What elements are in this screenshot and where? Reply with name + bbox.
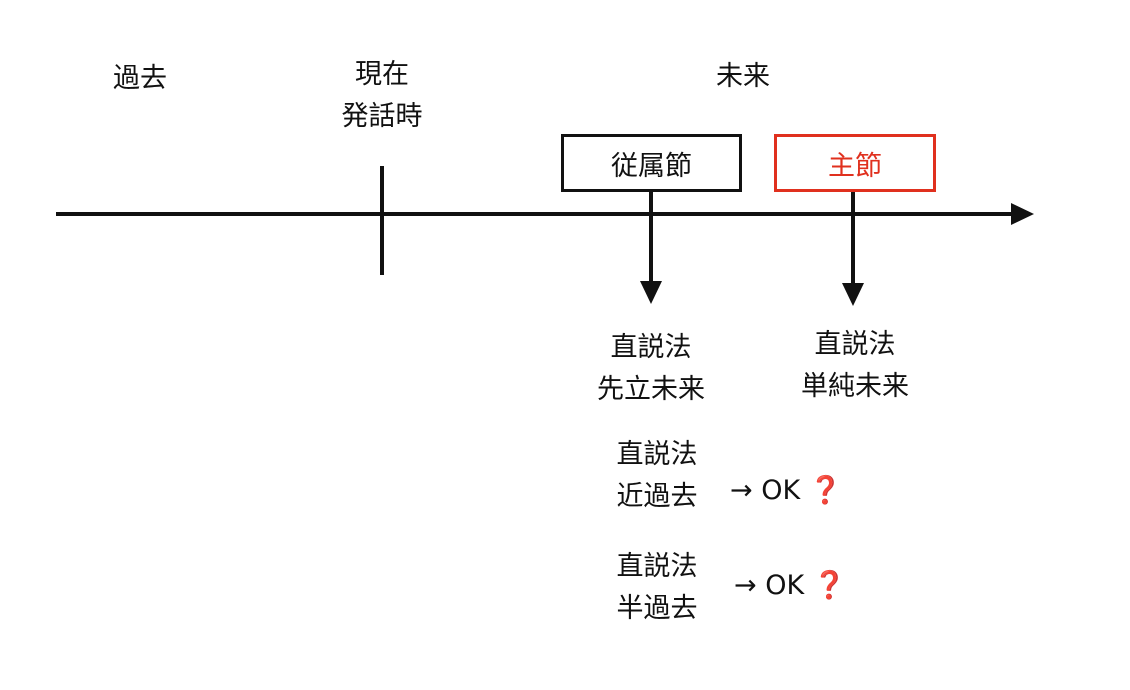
past-label: 過去	[113, 63, 167, 94]
question-mark-icon: ❓	[812, 570, 847, 601]
present-label: 現在 発話時	[334, 54, 430, 138]
future-label: 未来	[716, 61, 770, 92]
subordinate-tense-line2: 先立未来	[597, 374, 705, 405]
subordinate-tense-line1: 直説法	[610, 332, 692, 363]
alt-tense-1-line2: 近過去	[616, 481, 698, 512]
time-axis-arrowhead	[1011, 203, 1034, 225]
subordinate-clause-box: 従属節	[561, 134, 742, 192]
alt-tense-1-line1: 直説法	[616, 439, 698, 470]
main-clause-box: 主節	[774, 134, 936, 192]
main-tense-label: 直説法 単純未来	[785, 324, 925, 408]
main-arrowhead	[842, 283, 864, 306]
question-mark-icon: ❓	[808, 475, 843, 506]
alt-tense-1-verdict: → OK ❓	[730, 470, 842, 512]
alt-tense-2-line2: 半過去	[616, 593, 698, 624]
subordinate-arrowhead	[640, 281, 662, 304]
main-tense-line2: 単純未来	[801, 371, 909, 402]
subordinate-tense-label: 直説法 先立未来	[581, 327, 721, 411]
alt-tense-1-verdict-text: → OK	[730, 475, 801, 506]
alt-tense-2-verdict: → OK ❓	[734, 565, 846, 607]
alt-tense-2-verdict-text: → OK	[734, 570, 805, 601]
main-tense-line1: 直説法	[814, 329, 896, 360]
present-label-line2: 発話時	[341, 101, 423, 132]
alt-tense-1-label: 直説法 近過去	[597, 434, 717, 518]
present-label-line1: 現在	[355, 59, 409, 90]
alt-tense-2-label: 直説法 半過去	[597, 546, 717, 630]
alt-tense-2-line1: 直説法	[616, 551, 698, 582]
